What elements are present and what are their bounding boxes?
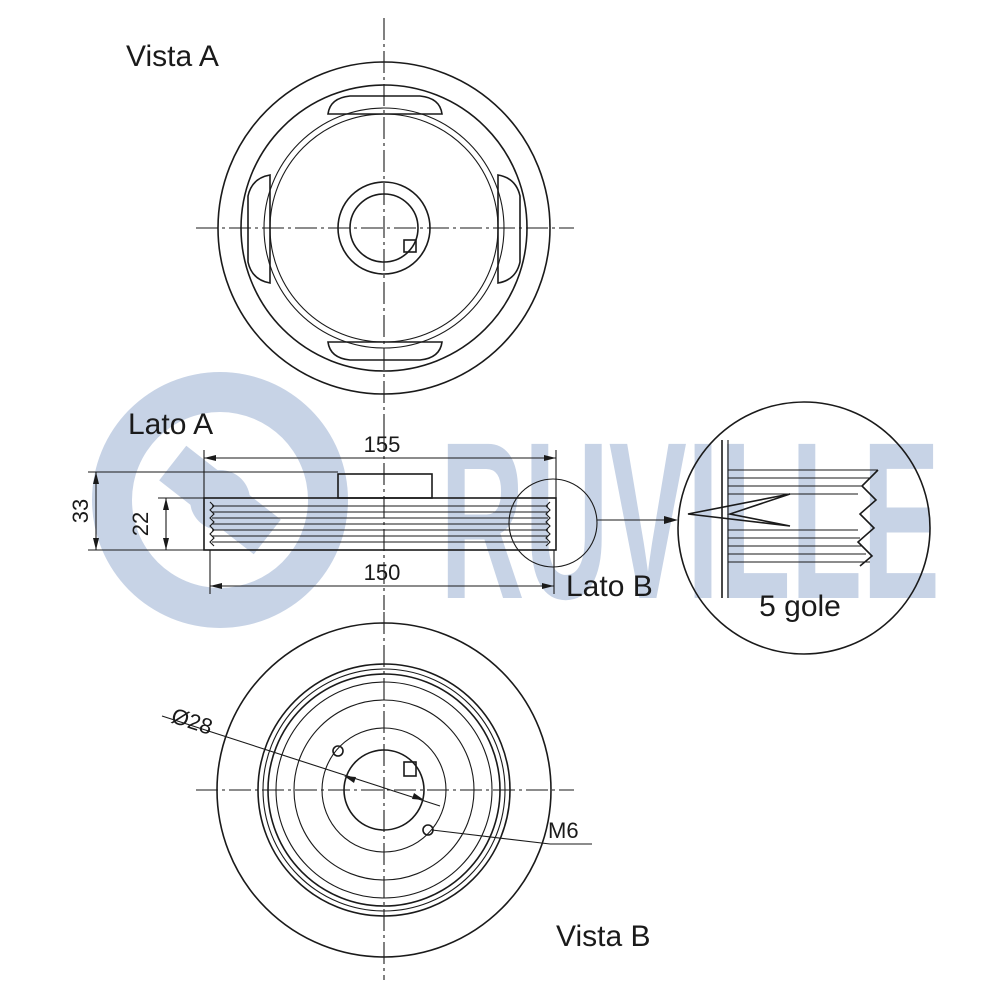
vista-b-bolt-hole-1 bbox=[332, 745, 344, 757]
side-view-hub-boss bbox=[337, 473, 433, 499]
detail-groove-profile bbox=[687, 469, 879, 567]
dim-155-label: 155 bbox=[364, 432, 401, 457]
vista-b-rim-3 bbox=[267, 673, 501, 907]
dim-22-label: 22 bbox=[128, 512, 153, 536]
vista-a-keyway bbox=[403, 239, 417, 253]
dimension-150 bbox=[209, 550, 555, 594]
vista-b-outer-rim bbox=[216, 622, 552, 958]
vista-a-slot-top bbox=[327, 95, 443, 115]
vista-a-hub-ring bbox=[263, 107, 505, 349]
side-view-grooves bbox=[209, 501, 551, 547]
side-view bbox=[88, 430, 678, 610]
dimension-33 bbox=[88, 471, 338, 551]
grooves-label: 5 gole bbox=[759, 590, 841, 623]
detail-view-circle bbox=[677, 401, 931, 655]
vista-b-keyway bbox=[403, 761, 417, 777]
vista-b-hub-ring bbox=[321, 727, 447, 853]
groove-detail-view bbox=[677, 401, 931, 655]
bore-diameter-label: Ø28 bbox=[168, 703, 215, 740]
dim-33-label: 33 bbox=[68, 499, 93, 523]
vista-b-label: Vista B bbox=[556, 920, 651, 953]
vista-a-bore bbox=[349, 193, 419, 263]
ruville-wordmark: RUVILLE bbox=[440, 396, 940, 646]
vista-a-view bbox=[196, 18, 574, 430]
detail-callout-circle bbox=[508, 478, 598, 568]
lato-a-label: Lato A bbox=[128, 408, 213, 441]
vista-a-label: Vista A bbox=[126, 40, 219, 73]
vista-b-bore bbox=[343, 749, 425, 831]
vista-a-slot-left bbox=[247, 174, 271, 284]
vista-a-slot-right bbox=[497, 174, 521, 284]
vista-a-slot-bottom bbox=[327, 341, 443, 361]
vista-b-rim-1 bbox=[257, 663, 511, 917]
vista-b-view bbox=[161, 612, 592, 980]
vista-a-outer-rim bbox=[217, 61, 551, 395]
bolt-thread-label: M6 bbox=[548, 818, 579, 843]
ruville-watermark: RUVILLE bbox=[92, 372, 940, 646]
vista-a-hub-outer bbox=[337, 181, 431, 275]
bolt-thread-leader bbox=[431, 829, 551, 845]
detail-leader-arrow bbox=[664, 516, 678, 524]
vista-a-inner-rim bbox=[240, 84, 528, 372]
dim-150-label: 150 bbox=[364, 560, 401, 585]
vista-b-face bbox=[293, 699, 475, 881]
vista-b-rim-4 bbox=[275, 681, 493, 899]
vista-b-rim-2 bbox=[262, 668, 506, 912]
side-view-pulley-body bbox=[203, 497, 557, 551]
bore-diameter-leader bbox=[161, 715, 441, 807]
lato-b-label: Lato B bbox=[566, 570, 653, 603]
ruville-logo-icon bbox=[92, 372, 348, 628]
dimension-22 bbox=[158, 497, 204, 550]
dimension-155 bbox=[203, 450, 557, 498]
